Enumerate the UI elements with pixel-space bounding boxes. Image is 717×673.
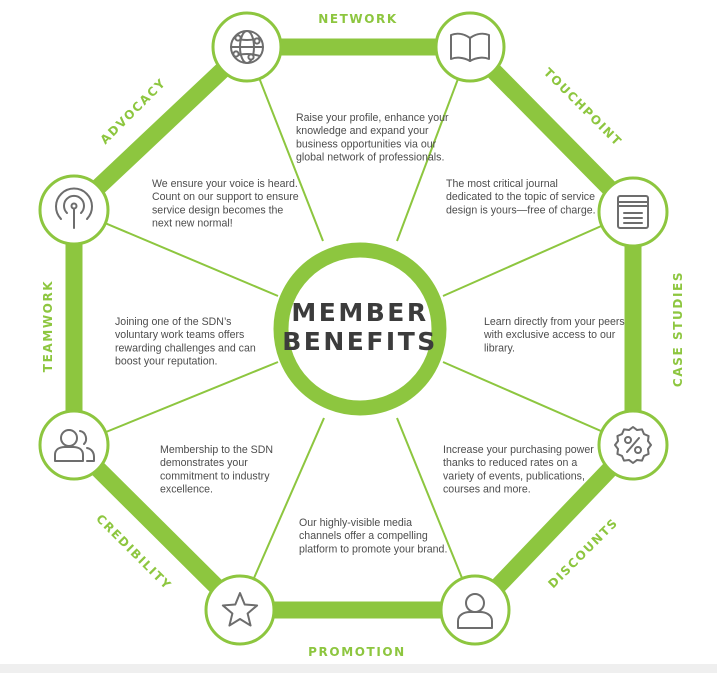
label-teamwork: TEAMWORK xyxy=(41,280,55,372)
description-line: voluntary work teams offers xyxy=(115,329,244,341)
description-line: Learn directly from your peers xyxy=(484,316,625,328)
user-icon xyxy=(457,593,493,629)
node-advocacy[interactable] xyxy=(38,174,110,246)
label-promotion: PROMOTION xyxy=(308,645,406,659)
center-title-line1: MEMBER xyxy=(291,298,428,327)
description-line: platform to promote your brand. xyxy=(299,543,447,555)
description-line: thanks to reduced rates on a xyxy=(443,457,577,469)
benefit-nodes xyxy=(38,11,669,646)
description-line: boost your reputation. xyxy=(115,356,217,368)
edge-touchpoint xyxy=(463,41,640,218)
spoke-team xyxy=(73,361,279,446)
spoke-antenna xyxy=(73,209,279,297)
label-case-studies: CASE STUDIES xyxy=(671,271,685,387)
library-icon xyxy=(617,195,649,229)
description-line: service design becomes the xyxy=(152,204,283,216)
star-icon xyxy=(221,592,259,627)
description-line: dedicated to the topic of service xyxy=(446,191,595,203)
description-line: Our highly-visible media xyxy=(299,517,412,529)
discount-icon xyxy=(614,426,652,464)
antenna-icon xyxy=(55,187,93,229)
description-line: courses and more. xyxy=(443,484,531,496)
description-line: The most critical journal xyxy=(446,178,558,190)
description-line: Membership to the SDN xyxy=(160,444,273,456)
node-touchpoint[interactable] xyxy=(434,11,506,83)
description-line: excellence. xyxy=(160,484,213,496)
description-line: Joining one of the SDN’s xyxy=(115,316,231,328)
edge-credibility xyxy=(68,438,246,617)
node-user[interactable] xyxy=(439,574,511,646)
edge-discounts xyxy=(468,439,640,616)
description-line: Increase your purchasing power xyxy=(443,444,594,456)
description-line: variety of events, publications, xyxy=(443,470,585,482)
description-line: global network of professionals. xyxy=(296,152,444,164)
description-line: channels offer a compelling xyxy=(299,530,428,542)
description-line: next new normal! xyxy=(152,218,233,230)
description-line: demonstrates your xyxy=(160,457,248,469)
description-line: business opportunities via our xyxy=(296,138,437,150)
description-line: Raise your profile, enhance your xyxy=(296,112,449,124)
description-line: commitment to industry xyxy=(160,470,270,482)
description-line: knowledge and expand your xyxy=(296,125,429,137)
octagon-edges xyxy=(65,38,642,619)
center-title-line2: BENEFITS xyxy=(282,327,438,356)
edge-advocacy xyxy=(68,40,253,217)
label-network: NETWORK xyxy=(318,12,398,26)
center-circle xyxy=(273,242,447,416)
description-line: rewarding challenges and can xyxy=(115,342,256,354)
description-line: library. xyxy=(484,342,515,354)
node-promotion[interactable] xyxy=(204,574,276,646)
journal-icon xyxy=(450,32,490,62)
desc-advocacy: We ensure your voice is heard.Count on o… xyxy=(152,178,299,230)
description-line: with exclusive access to our xyxy=(483,329,616,341)
center-hub: MEMBER BENEFITS xyxy=(273,242,447,416)
description-line: Count on our support to ensure xyxy=(152,191,299,203)
node-credibility[interactable] xyxy=(38,409,110,481)
node-discounts[interactable] xyxy=(597,409,669,481)
globe-icon xyxy=(230,30,264,64)
description-line: We ensure your voice is heard. xyxy=(152,178,298,190)
team-icon xyxy=(54,429,95,462)
node-case-studies[interactable] xyxy=(597,176,669,248)
bottom-strip xyxy=(0,664,717,673)
description-line: design is yours—free of charge. xyxy=(446,204,596,216)
node-network[interactable] xyxy=(211,11,283,83)
